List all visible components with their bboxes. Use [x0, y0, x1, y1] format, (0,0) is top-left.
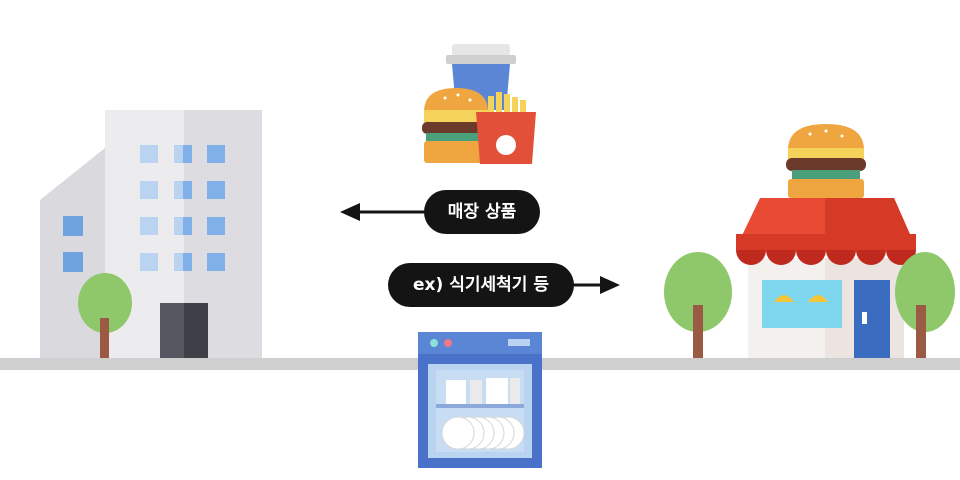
office-building-icon [40, 110, 262, 358]
arrow-left-icon [340, 203, 426, 221]
fast-food-meal-icon [422, 44, 536, 164]
tree-icon [78, 273, 132, 358]
dishwasher-icon [418, 332, 542, 468]
arrow-right-icon [572, 276, 620, 294]
dishwasher-example-label: ex) 식기세척기 등 [388, 263, 574, 307]
tree-icon [895, 252, 955, 358]
store-product-label: 매장 상품 [424, 190, 540, 234]
burger-shop-icon [736, 124, 916, 358]
tree-icon [664, 252, 732, 358]
